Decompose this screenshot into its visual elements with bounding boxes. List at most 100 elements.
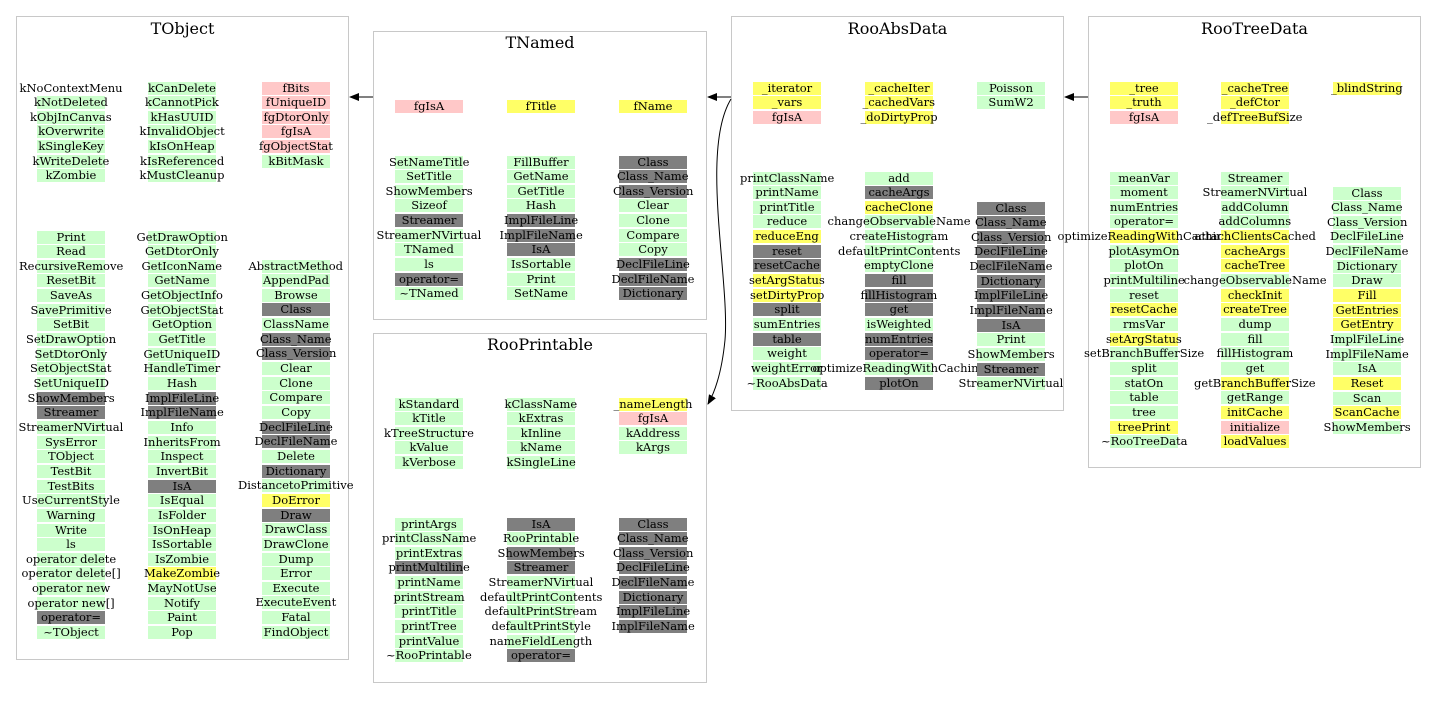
member-checkinit: checkInit bbox=[1221, 288, 1289, 302]
member-label: Warning bbox=[46, 507, 96, 522]
member-setdtoronly: SetDtorOnly bbox=[35, 347, 107, 361]
member-label: GetObjectInfo bbox=[141, 288, 223, 303]
member-label: kIsOnHeap bbox=[149, 139, 215, 154]
member-label: _truth bbox=[1126, 95, 1162, 110]
member-label: operator= bbox=[868, 346, 930, 361]
member-label: printValue bbox=[398, 633, 460, 648]
member-fname: fName bbox=[619, 99, 687, 113]
class-title-tnamed: TNamed bbox=[505, 33, 575, 52]
class-title-rooabsdata: RooAbsData bbox=[847, 19, 948, 38]
member-label: Dictionary bbox=[1336, 258, 1398, 273]
member-label: Write bbox=[55, 522, 87, 537]
member-isfolder: IsFolder bbox=[148, 508, 216, 522]
member-findobject: FindObject bbox=[262, 625, 330, 639]
member-showmembers: ShowMembers bbox=[968, 348, 1055, 361]
member-rooabsdata: ~RooAbsData bbox=[747, 376, 828, 390]
member-label: Error bbox=[280, 566, 312, 581]
member-label: Class_Version bbox=[613, 183, 694, 198]
member-label: kSingleLine bbox=[506, 455, 576, 470]
member-get: get bbox=[1221, 361, 1289, 375]
member-label: Streamer bbox=[1227, 170, 1283, 185]
member-label: moment bbox=[1120, 185, 1168, 200]
member-label: getBranchBufferSize bbox=[1194, 375, 1316, 390]
member-isonheap: IsOnHeap bbox=[148, 523, 216, 537]
member-label: Sizeof bbox=[411, 198, 447, 213]
member-showmembers: ShowMembers bbox=[386, 184, 473, 198]
member-streamer: Streamer bbox=[37, 406, 105, 420]
member-add: add bbox=[865, 171, 933, 185]
member-resetbit: ResetBit bbox=[37, 274, 105, 288]
member-changeobservablename: changeObservableName bbox=[828, 215, 971, 229]
member-appendpad: AppendPad bbox=[262, 274, 330, 288]
member-blindstring: _blindString bbox=[1331, 81, 1403, 95]
member-label: kTitle bbox=[412, 411, 446, 426]
member-fill: fill bbox=[1221, 332, 1289, 346]
member-printstream: printStream bbox=[394, 590, 465, 604]
member-sumw2: SumW2 bbox=[977, 96, 1045, 110]
member-label: printTitle bbox=[759, 199, 815, 214]
member-reset: reset bbox=[753, 244, 821, 258]
member-declfileline: DeclFileLine bbox=[616, 258, 690, 272]
member-label: Copy bbox=[638, 242, 668, 257]
member-implfileline: ImplFileLine bbox=[1330, 333, 1404, 346]
member-label: Dictionary bbox=[265, 463, 327, 478]
member-label: fgIsA bbox=[413, 98, 445, 113]
member-maynotuse: MayNotUse bbox=[148, 582, 217, 596]
member-label: resetCache bbox=[754, 258, 820, 273]
member-label: kAddress bbox=[625, 425, 681, 440]
member-label: ShowMembers bbox=[497, 545, 585, 560]
member-label: printName bbox=[755, 185, 819, 200]
member-table: table bbox=[1110, 391, 1178, 405]
member-streamer: Streamer bbox=[1221, 170, 1289, 185]
member-class-name: Class_Name bbox=[1331, 201, 1403, 215]
member-label: addColumns bbox=[1218, 214, 1292, 229]
member-fgisa: fgIsA bbox=[262, 125, 330, 139]
member-label: operator= bbox=[398, 271, 460, 286]
member-browse: Browse bbox=[262, 288, 330, 302]
member-cachetree: cacheTree bbox=[1221, 259, 1289, 273]
member-weighterror: weightError bbox=[751, 361, 823, 375]
member-getname: GetName bbox=[148, 274, 216, 288]
member-label: setArgStatus bbox=[1106, 331, 1182, 346]
member-getoption: GetOption bbox=[148, 318, 216, 332]
member-declfilename: DeclFileName bbox=[612, 272, 694, 286]
member-printclassname: printClassName bbox=[382, 532, 476, 546]
member-kcannotpick: kCannotPick bbox=[145, 96, 219, 110]
member-initialize: initialize bbox=[1221, 420, 1289, 434]
member-getobjectinfo: GetObjectInfo bbox=[141, 289, 223, 303]
member-koverwrite: kOverwrite bbox=[37, 125, 105, 139]
member-label: Class bbox=[1351, 185, 1383, 200]
member-label: DeclFileLine bbox=[616, 560, 690, 575]
member-scancache: ScanCache bbox=[1333, 406, 1401, 420]
member-label: Streamer bbox=[513, 560, 569, 575]
member-class-version: Class_Version bbox=[613, 546, 693, 560]
member-label: cacheClone bbox=[865, 199, 933, 214]
member-label: DeclFileLine bbox=[1330, 229, 1404, 244]
member-settitle: SetTitle bbox=[395, 170, 463, 184]
member-declfilename: DeclFileName bbox=[612, 576, 694, 590]
member-label: DeclFileName bbox=[1325, 244, 1409, 259]
member-fbits: fBits bbox=[262, 81, 330, 95]
member-streamer: Streamer bbox=[507, 560, 575, 575]
member-label: Poisson bbox=[988, 80, 1033, 95]
member-printargs: printArgs bbox=[395, 517, 463, 531]
member-getentries: GetEntries bbox=[1333, 303, 1401, 317]
member-moment: moment bbox=[1110, 185, 1178, 200]
member-label: _cacheTree bbox=[1221, 80, 1289, 95]
member-label: TestBits bbox=[47, 478, 95, 493]
member-label: kNoContextMenu bbox=[19, 80, 123, 95]
member-label: Class_Version bbox=[613, 545, 694, 560]
member-label: kInline bbox=[520, 425, 562, 440]
member-label: defaultPrintStream bbox=[484, 604, 598, 619]
member-defaultprintstyle: defaultPrintStyle bbox=[492, 620, 591, 634]
member-dump: dump bbox=[1221, 318, 1289, 331]
member-printtitle: printTitle bbox=[753, 199, 821, 214]
member-cacheargs: cacheArgs bbox=[865, 186, 933, 200]
member-label: resetCache bbox=[1111, 302, 1177, 317]
member-usecurrentstyle: UseCurrentStyle bbox=[22, 494, 120, 508]
member-label: kBitMask bbox=[268, 153, 324, 168]
member-inspect: Inspect bbox=[148, 450, 216, 464]
member-label: GetName bbox=[513, 169, 569, 184]
